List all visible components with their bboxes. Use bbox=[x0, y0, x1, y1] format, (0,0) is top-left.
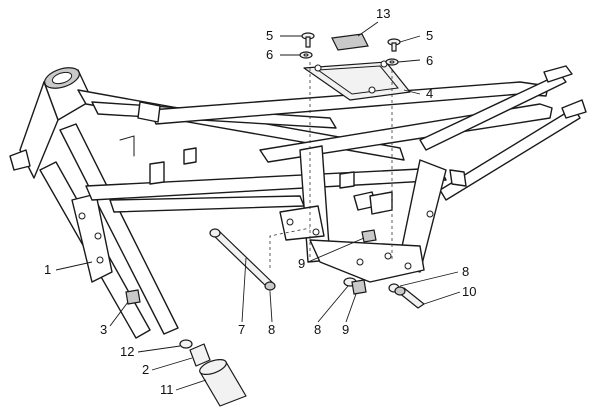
spacer-part-2 bbox=[189, 343, 211, 367]
washer-left bbox=[299, 51, 313, 59]
washer-right bbox=[385, 58, 399, 66]
callout-8-left: 8 bbox=[268, 322, 275, 337]
washer-part-12 bbox=[179, 339, 193, 349]
rear-upright-right bbox=[397, 159, 447, 273]
bolt-right bbox=[387, 38, 401, 52]
callout-1: 1 bbox=[44, 262, 51, 277]
callout-9-lower: 9 bbox=[342, 322, 349, 337]
callout-2: 2 bbox=[142, 362, 149, 377]
steering-head bbox=[9, 67, 93, 179]
callout-3: 3 bbox=[100, 322, 107, 337]
callout-12: 12 bbox=[120, 344, 134, 359]
callout-4: 4 bbox=[426, 86, 433, 101]
battery-plate bbox=[303, 60, 411, 101]
callout-8-right: 8 bbox=[462, 264, 469, 279]
callout-6-left: 6 bbox=[266, 47, 273, 62]
nut-part-3 bbox=[125, 289, 141, 305]
nut-part-9-upper bbox=[361, 229, 377, 243]
rear-rail-bottom bbox=[439, 107, 581, 201]
upper-rail bbox=[149, 81, 549, 125]
callout-10: 10 bbox=[462, 284, 476, 299]
callout-9-upper: 9 bbox=[298, 256, 305, 271]
down-tube-rear bbox=[59, 123, 179, 335]
callout-5-right: 5 bbox=[426, 28, 433, 43]
long-bolt bbox=[209, 228, 275, 289]
callout-11: 11 bbox=[160, 382, 174, 397]
lower-rail-2 bbox=[109, 195, 305, 213]
protector-part-11 bbox=[199, 359, 247, 407]
nut-part-8-left bbox=[264, 281, 276, 291]
alignment-line-bolt bbox=[269, 227, 311, 292]
lower-cradle bbox=[309, 239, 425, 283]
rear-end-bottom bbox=[561, 99, 587, 119]
callout-5-left: 5 bbox=[266, 28, 273, 43]
bolt-part-10 bbox=[394, 286, 425, 309]
rubber-pad bbox=[331, 33, 369, 51]
callout-7: 7 bbox=[238, 322, 245, 337]
callout-8-middle: 8 bbox=[314, 322, 321, 337]
callout-6-right: 6 bbox=[426, 53, 433, 68]
callout-13: 13 bbox=[376, 6, 390, 21]
rear-end-top bbox=[543, 65, 573, 83]
rear-rail-top bbox=[419, 73, 567, 151]
leader-lines bbox=[55, 21, 461, 391]
nut-part-9-lower bbox=[351, 279, 367, 295]
bolt-left bbox=[301, 32, 315, 48]
callout-labels: 13 5 6 5 6 4 1 3 12 2 11 7 8 9 8 9 8 10 bbox=[44, 6, 476, 397]
main-frame bbox=[9, 65, 587, 339]
